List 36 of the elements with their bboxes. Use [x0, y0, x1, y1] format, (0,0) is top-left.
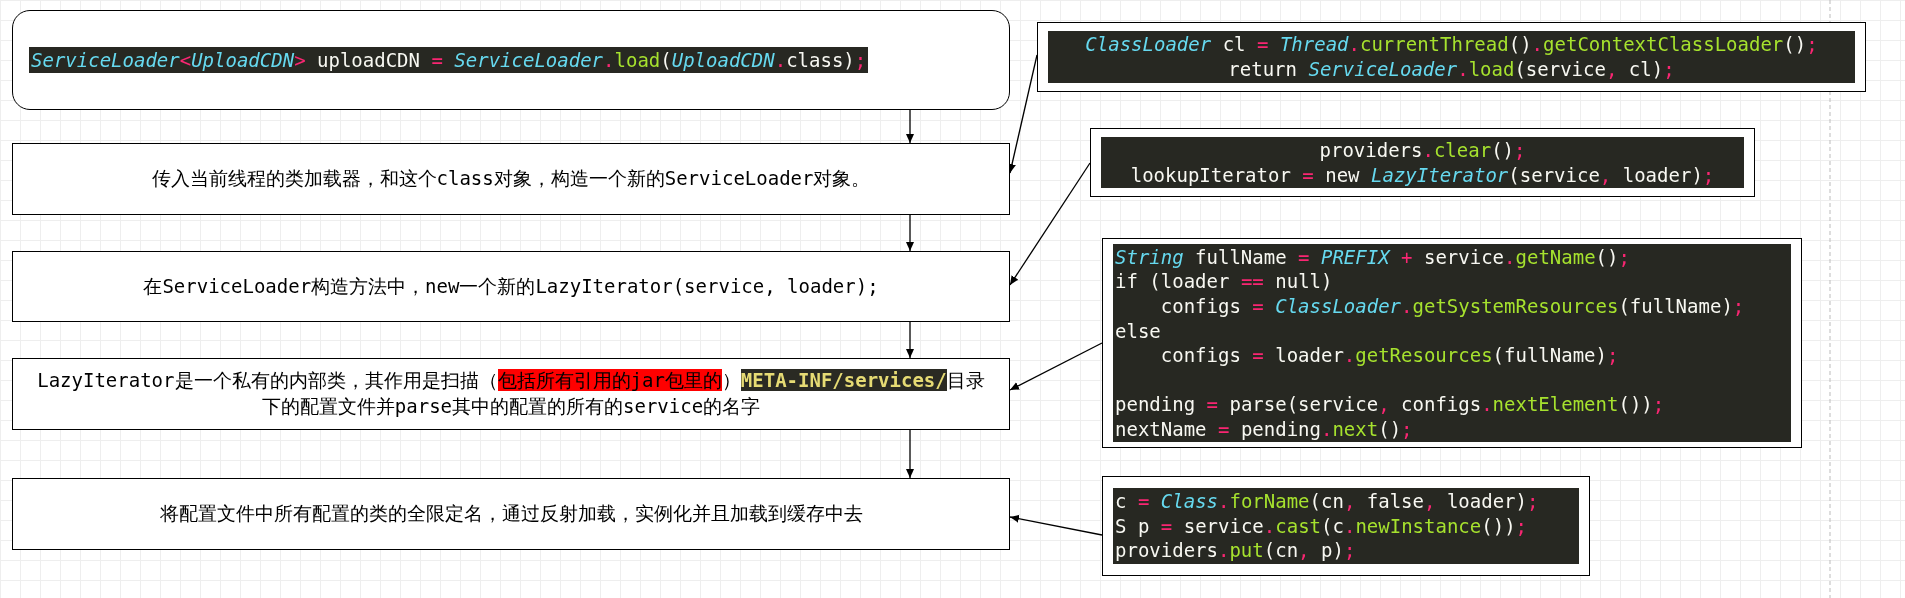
arrow [906, 109, 914, 144]
code-line: providers.put(cn, p); [1115, 538, 1357, 564]
arrow [906, 321, 914, 359]
code-line: String fullName = PREFIX + service.getName(); [1115, 244, 1631, 270]
step-text: 传入当前线程的类加载器，和这个class对象，构造一个新的ServiceLoader对象。 [150, 166, 872, 192]
code-line: configs = ClassLoader.getSystemResources(fullName); [1159, 293, 1746, 319]
process-box [12, 251, 1010, 322]
step-text: 将配置文件中所有配置的类的全限定名，通过反射加载，实例化并且加载到缓存中去 [158, 501, 864, 527]
arrow [906, 214, 914, 252]
code-line: return ServiceLoader.load(service, cl); [1227, 57, 1676, 82]
code-box [1037, 22, 1866, 92]
code-line: pending = parse(service, configs.nextElement()); [1115, 392, 1666, 417]
code-line: if (loader == null) [1115, 269, 1334, 294]
code-box [1102, 238, 1802, 448]
code-line: ClassLoader cl = Thread.currentThread().getContextClassLoader(); [1084, 32, 1819, 57]
step-text: 在ServiceLoader构造方法中，new一个新的LazyIterator(service, loader); [142, 273, 880, 299]
process-box [12, 143, 1010, 215]
code-line: else [1115, 318, 1162, 344]
code-line: nextName = pending.next(); [1115, 416, 1414, 442]
code-box [1102, 476, 1590, 576]
arrow [1008, 54, 1038, 174]
code-line: ServiceLoader<UploadCDN> uploadCDN = ServiceLoader.load(UploadCDN.class); [31, 47, 867, 73]
arrow [1009, 162, 1091, 286]
code-line: providers.clear(); [1318, 137, 1527, 163]
process-box [12, 358, 1010, 430]
code-line: lookupIterator = new LazyIterator(service, loader); [1129, 162, 1716, 188]
code-line: S p = service.cast(c.newInstance()); [1115, 513, 1529, 539]
code-line: c = Class.forName(cn, false, loader); [1115, 488, 1540, 514]
start-box [12, 10, 1010, 110]
arrow [1009, 342, 1103, 391]
arrow [906, 429, 914, 479]
code-box [1090, 128, 1755, 197]
code-line: configs = loader.getResources(fullName); [1159, 343, 1620, 369]
step-text: LazyIterator是一个私有的内部类，其作用是扫描（包括所有引用的jar包里的）META-INF/services/目录下的配置文件并parse其中的配置的所有的service的名字 [36, 368, 986, 419]
process-box [12, 478, 1010, 550]
arrow [1009, 514, 1103, 536]
